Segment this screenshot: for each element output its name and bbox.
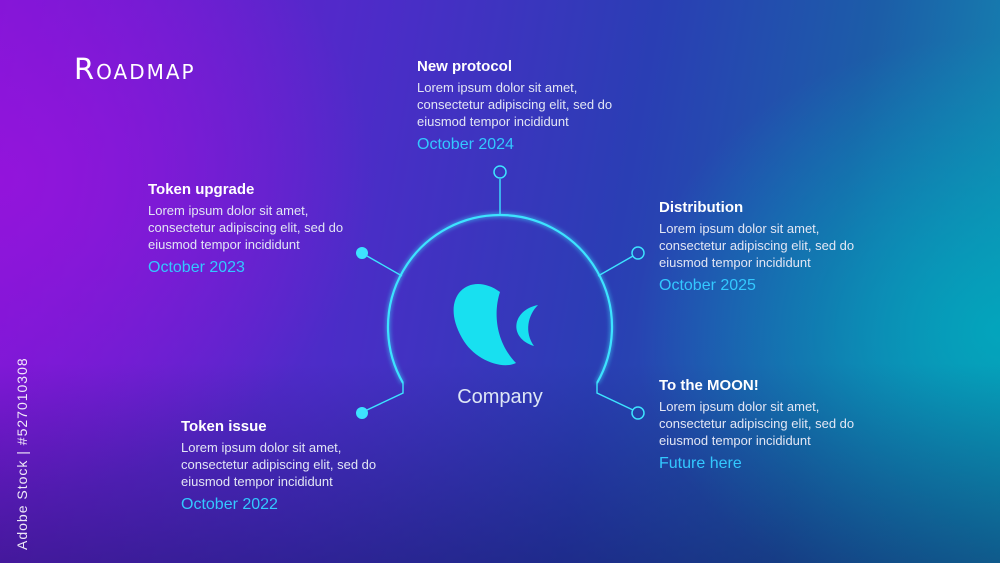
milestone-heading: To the MOON! (659, 377, 759, 394)
milestone-heading: Token upgrade (148, 181, 255, 198)
milestone-token-upgrade: Token upgrade Lorem ipsum dolor sit amet… (148, 181, 346, 277)
node-top (493, 165, 507, 179)
node-lower-right (631, 406, 645, 420)
company-logo-icon (453, 284, 538, 366)
milestone-date: October 2022 (181, 496, 278, 513)
milestone-heading: Distribution (659, 199, 744, 216)
connector-line-lower-right (596, 383, 634, 411)
milestone-text: Lorem ipsum dolor sit amet, consectetur … (148, 203, 344, 252)
milestone-distribution: Distribution Lorem ipsum dolor sit amet,… (659, 199, 859, 295)
node-upper-left (356, 247, 368, 259)
page-title: Roadmap (74, 52, 196, 86)
milestone-to-the-moon: To the MOON! Lorem ipsum dolor sit amet,… (659, 377, 859, 473)
milestone-heading: Token issue (181, 418, 267, 435)
milestone-date: October 2024 (417, 136, 514, 153)
milestone-text: Lorem ipsum dolor sit amet, consectetur … (181, 440, 377, 489)
connector-line-upper-left (366, 255, 403, 277)
milestone-text: Lorem ipsum dolor sit amet, consectetur … (417, 80, 613, 129)
milestone-text: Lorem ipsum dolor sit amet, consectetur … (659, 399, 855, 448)
node-upper-right (631, 246, 645, 260)
company-arc (386, 213, 614, 384)
node-lower-left (356, 407, 368, 419)
milestone-new-protocol: New protocol Lorem ipsum dolor sit amet,… (417, 58, 617, 154)
company-label: Company (457, 386, 543, 408)
milestone-heading: New protocol (417, 58, 513, 75)
milestone-date: October 2023 (148, 259, 245, 276)
milestone-text: Lorem ipsum dolor sit amet, consectetur … (659, 221, 855, 270)
milestone-token-issue: Token issue Lorem ipsum dolor sit amet, … (181, 418, 386, 514)
connector-line-lower-left (366, 383, 404, 411)
connector-line-upper-right (597, 255, 634, 277)
milestone-date: October 2025 (659, 277, 756, 294)
milestone-date: Future here (659, 455, 742, 472)
stock-id: Adobe Stock | #527010308 (14, 357, 30, 550)
